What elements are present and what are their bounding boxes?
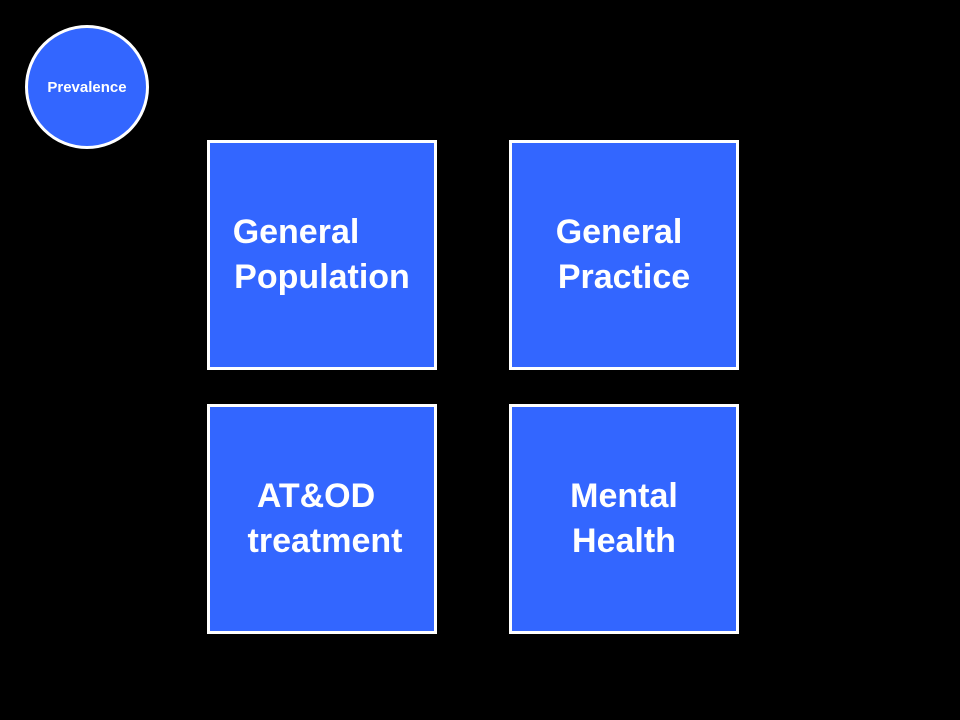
- box-label-line2: treatment: [247, 522, 403, 560]
- box-label-line2: Population: [234, 258, 410, 296]
- box-atod-treatment: AT&OD treatment: [207, 404, 437, 634]
- box-label-line2: Practice: [557, 258, 691, 296]
- box-label-line1: AT&OD: [256, 477, 376, 515]
- box-label-line1: General: [555, 213, 683, 251]
- box-general-practice: General Practice: [509, 140, 739, 370]
- box-label-line2: Health: [572, 522, 676, 560]
- box-mental-health: Mental Health: [509, 404, 739, 634]
- box-label-line1: General: [232, 213, 360, 251]
- prevalence-label: Prevalence: [47, 78, 127, 96]
- prevalence-badge: Prevalence: [25, 25, 149, 149]
- box-label-line1: Mental: [570, 477, 678, 515]
- box-general-population: General Population: [207, 140, 437, 370]
